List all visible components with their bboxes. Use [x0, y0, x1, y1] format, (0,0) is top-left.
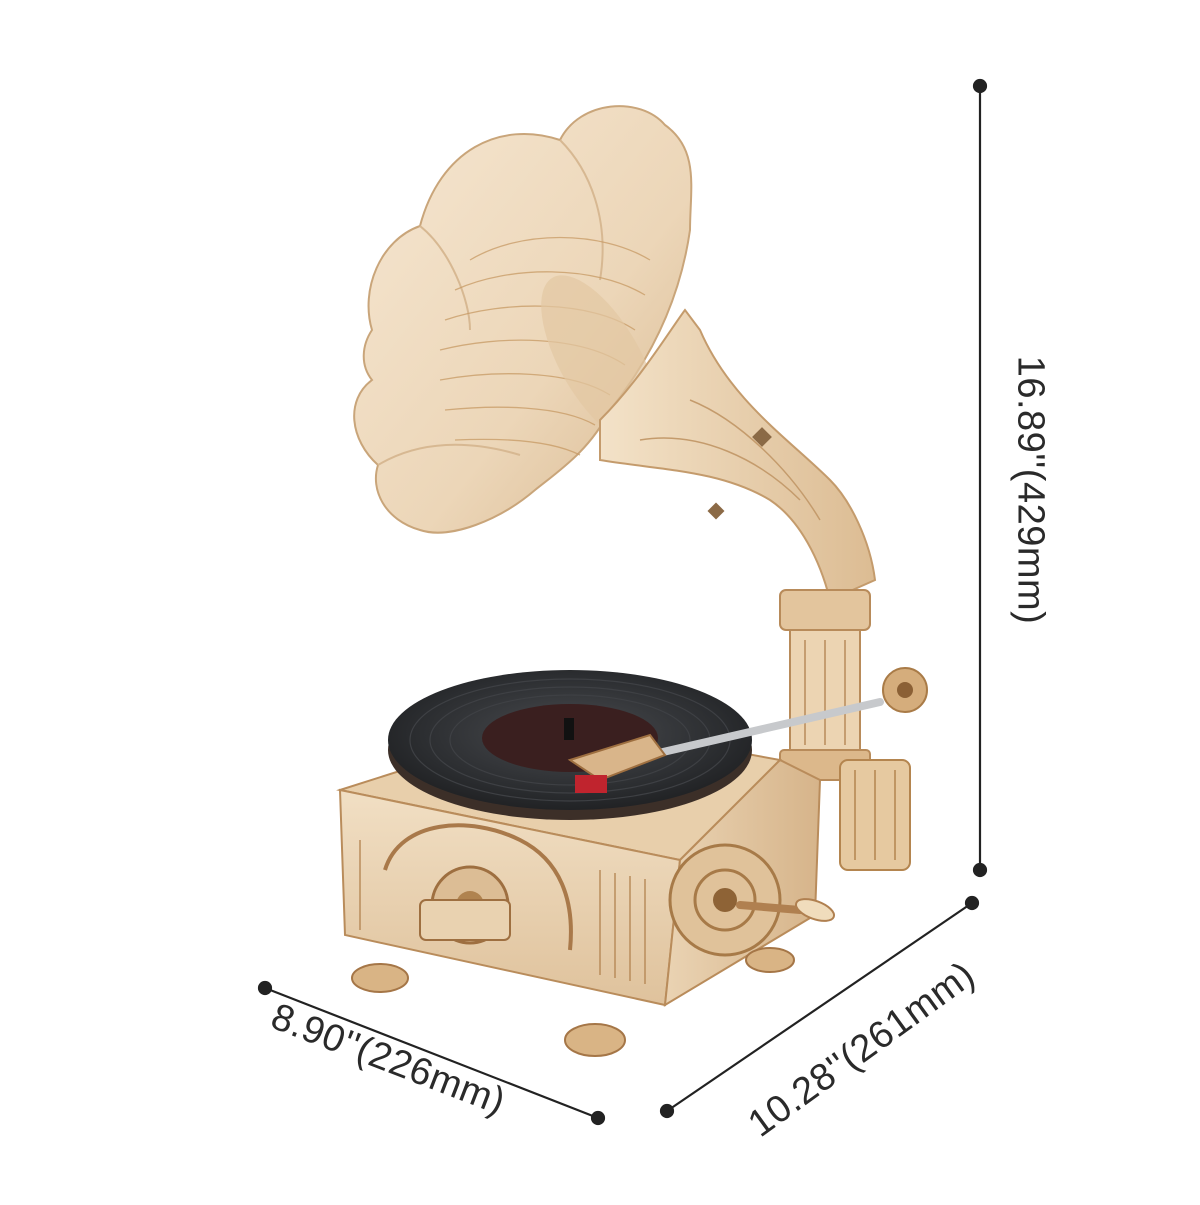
- width-right-endpoint: [590, 1110, 606, 1126]
- width-left-endpoint: [257, 980, 273, 996]
- horn-neck: [599, 308, 877, 602]
- height-dimension-label: 16.89''(429mm): [1009, 355, 1052, 625]
- turntable-platter: [388, 670, 752, 820]
- height-top-endpoint: [972, 78, 988, 94]
- depth-dimension-line: [666, 902, 973, 1112]
- depth-right-endpoint: [964, 895, 980, 911]
- tone-arm-column: [779, 589, 928, 871]
- width-dimension-line: [264, 986, 599, 1120]
- depth-left-endpoint: [659, 1103, 675, 1119]
- height-bottom-endpoint: [972, 862, 988, 878]
- tone-arm: [567, 698, 884, 793]
